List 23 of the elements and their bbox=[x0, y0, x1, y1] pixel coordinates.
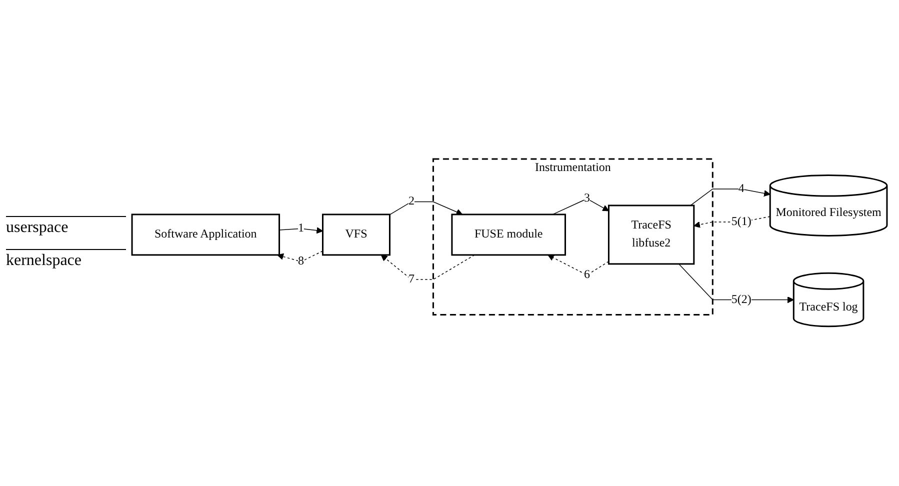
node-box: FUSE module bbox=[451, 214, 566, 256]
arrow bbox=[690, 188, 770, 206]
region-label: kernelspace bbox=[6, 249, 126, 270]
node-box: TraceFS libfuse2 bbox=[608, 205, 695, 265]
edge-label: 8 bbox=[298, 255, 304, 268]
edge-label: 6 bbox=[584, 268, 590, 282]
arrow bbox=[548, 254, 610, 276]
arrow bbox=[694, 216, 770, 228]
node-box: VFS bbox=[322, 214, 390, 256]
edge-label: 3 bbox=[584, 192, 590, 206]
edge-label: 5(2) bbox=[731, 293, 752, 306]
arrow bbox=[389, 202, 463, 216]
arrow bbox=[552, 198, 610, 216]
edge-label: 2 bbox=[408, 195, 414, 208]
arrow bbox=[277, 250, 324, 262]
node-box: Software Application bbox=[131, 214, 280, 256]
arrow bbox=[678, 264, 794, 304]
edge-label: 5(1) bbox=[731, 216, 752, 228]
edge-label: 7 bbox=[408, 273, 414, 286]
edge-label: 4 bbox=[738, 182, 744, 196]
region-label: userspace bbox=[6, 216, 126, 237]
edge-label: 1 bbox=[298, 222, 304, 235]
arrow bbox=[278, 227, 324, 234]
